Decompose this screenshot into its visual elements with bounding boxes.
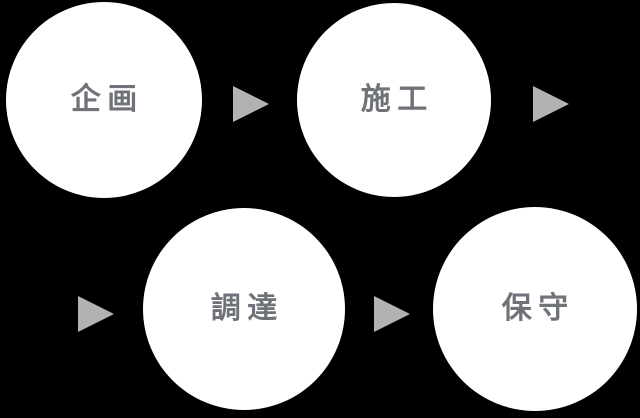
node-hoshu-label: 保守 <box>501 291 575 326</box>
node-kikaku[interactable]: 企画 <box>6 2 202 198</box>
node-kikaku-label: 企画 <box>70 82 144 117</box>
node-hoshu[interactable]: 保守 <box>433 207 637 411</box>
arrow-kikaku-to-sekou-icon <box>233 86 269 122</box>
arrow-wrap-in-icon <box>78 296 114 332</box>
arrow-choutatsu-to-hoshu-icon <box>374 296 410 332</box>
node-choutatsu-label: 調達 <box>210 291 284 326</box>
arrow-sekou-out-icon <box>533 86 569 122</box>
node-sekou-label: 施工 <box>360 82 434 117</box>
node-choutatsu[interactable]: 調達 <box>143 208 345 410</box>
node-sekou[interactable]: 施工 <box>297 3 491 197</box>
